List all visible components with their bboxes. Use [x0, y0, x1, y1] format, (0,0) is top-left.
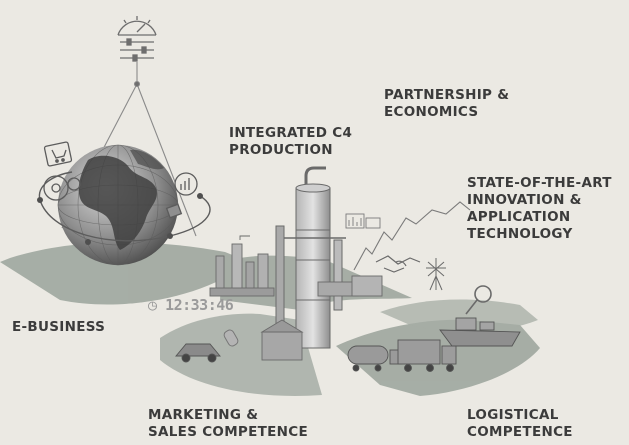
ship-icon [439, 317, 521, 347]
label-line: LOGISTICAL [467, 407, 559, 423]
label-line: TECHNOLOGY [467, 226, 573, 242]
clock-text: 12:33:46 [165, 296, 234, 314]
clock-readout: ◷ 12:33:46 [148, 296, 234, 314]
orbit-ring [37, 171, 211, 245]
car-icon [175, 343, 221, 363]
plate-ebusiness [0, 242, 250, 305]
pipes [223, 329, 239, 347]
label-line: INTEGRATED C4 [229, 125, 353, 141]
label-line: E-BUSINESS [12, 319, 106, 335]
label-line: ECONOMICS [384, 104, 479, 120]
bar-chart-icon [174, 172, 198, 196]
handshake-icon [375, 255, 421, 273]
gauge-icon [117, 16, 157, 36]
label-line: APPLICATION [467, 209, 571, 225]
network-antenna-icon [426, 258, 446, 291]
gear-icon [43, 175, 81, 201]
cart-icon [43, 141, 73, 167]
label-line: COMPETENCE [467, 424, 573, 440]
globe [57, 144, 179, 266]
label-logistical-competence: LOGISTICAL COMPETENCE [467, 407, 573, 441]
label-integrated-c4-production: INTEGRATED C4 PRODUCTION [229, 125, 352, 159]
cargo-truck [397, 339, 457, 372]
clock-icon: ◷ [148, 296, 157, 314]
label-partnership-economics: PARTNERSHIP & ECONOMICS [384, 87, 509, 121]
label-line: MARKETING & [148, 407, 259, 423]
label-line: SALES COMPETENCE [148, 424, 309, 440]
sliders-icon [120, 38, 154, 62]
label-line: PARTNERSHIP & [384, 87, 510, 103]
industrial-plant [209, 235, 275, 297]
label-line: PRODUCTION [229, 142, 333, 158]
label-marketing-sales: MARKETING & SALES COMPETENCE [148, 407, 308, 441]
label-innovation-technology: STATE-OF-THE-ART INNOVATION & APPLICATIO… [467, 175, 612, 243]
distillation-tower [275, 166, 346, 349]
box-icon [165, 203, 183, 219]
trend-line [353, 201, 471, 271]
label-line: STATE-OF-THE-ART [467, 175, 612, 191]
magnifier-icon [465, 285, 492, 315]
label-line: INNOVATION & [467, 192, 582, 208]
mini-chart-icon [345, 213, 381, 229]
plate-right [380, 299, 538, 332]
factory-buildings [260, 275, 383, 361]
globe-continents [78, 155, 157, 250]
label-e-business: E-BUSINESS [12, 319, 105, 336]
tank-truck [347, 345, 403, 372]
